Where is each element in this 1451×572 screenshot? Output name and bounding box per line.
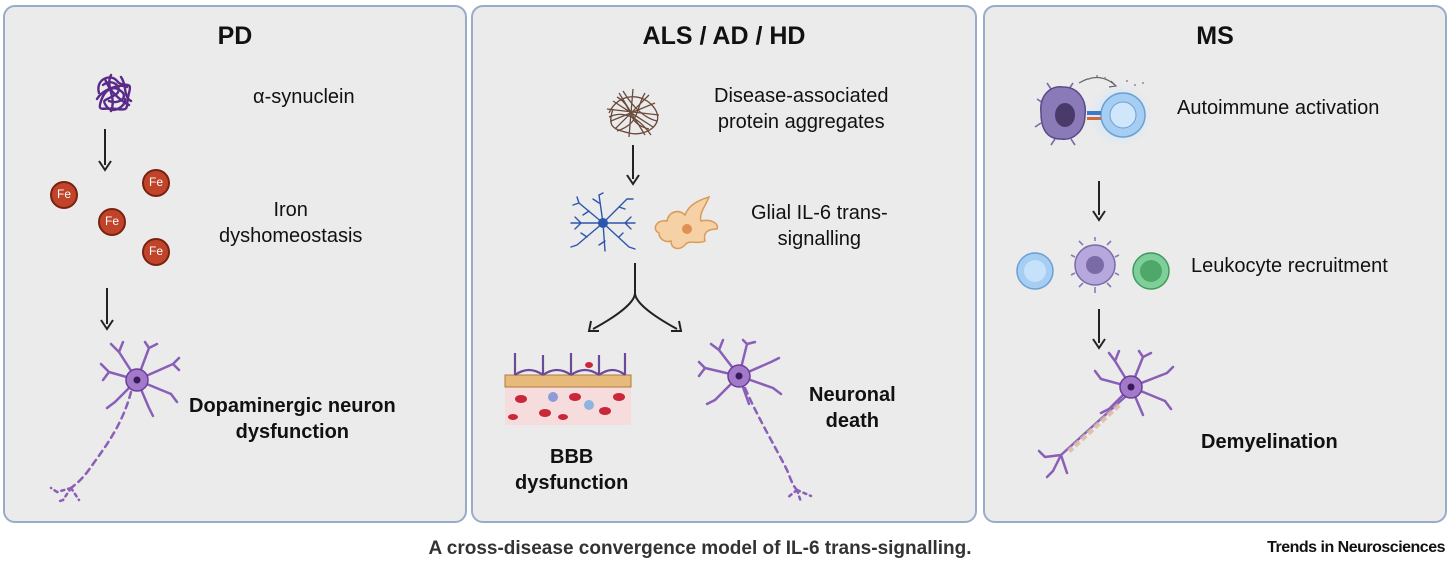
leukocyte-icon: [1016, 237, 1170, 293]
autoimmune-activation-icon: [1034, 75, 1153, 147]
microglia-icon: [654, 195, 719, 250]
glial-il6-label: Glial IL-6 trans- signalling: [751, 202, 888, 250]
aggregates-label: Disease-associated protein aggregates: [714, 85, 889, 133]
journal-logo: Trends in Neurosciences: [1267, 539, 1445, 556]
panel-title-als: ALS / AD / HD: [642, 22, 806, 50]
neuron-icon: [49, 340, 181, 504]
astrocyte-icon: [570, 192, 636, 252]
figure-caption: A cross-disease convergence model of IL-…: [428, 538, 972, 559]
iron-label-3: Fe: [104, 214, 119, 228]
arrow-down-icon: [98, 129, 112, 172]
arrow-down-icon: [1092, 181, 1106, 222]
iron-icon: [50, 169, 170, 266]
outcome-label-ms: Demyelination: [1201, 431, 1338, 453]
iron-label-1: Fe: [56, 187, 71, 201]
outcome-label-bbb: BBB dysfunction: [515, 446, 629, 494]
branch-arrow-icon: [587, 263, 683, 332]
autoimmune-activation-label: Autoimmune activation: [1177, 97, 1380, 119]
panel-als-ad-hd: ALS / AD / HD Disease-associated protein…: [471, 5, 977, 523]
outcome-label-death: Neuronal death: [809, 384, 896, 432]
iron-dyshomeostasis-label: Iron dyshomeostasis: [219, 199, 363, 247]
neuron-icon: [697, 338, 813, 504]
neuron-icon: [1037, 349, 1175, 479]
protein-aggregate-icon: [606, 88, 660, 138]
alpha-synuclein-label: α-synuclein: [253, 86, 355, 108]
arrow-down-icon: [1092, 309, 1106, 350]
arrow-down-icon: [626, 145, 640, 186]
alpha-synuclein-icon: [95, 73, 133, 113]
outcome-label-pd: Dopaminergic neuron dysfunction: [189, 395, 396, 443]
panel-title-ms: MS: [1196, 22, 1234, 50]
panel-ms: MS Autoimmune activation: [983, 5, 1447, 523]
bbb-icon: [504, 353, 632, 425]
panel-pd: PD α-synuclein Fe Fe Fe Fe Iron dyshomeo…: [3, 5, 467, 523]
leukocyte-recruitment-label: Leukocyte recruitment: [1191, 255, 1388, 277]
arrow-down-icon: [100, 288, 114, 331]
iron-label-2: Fe: [148, 175, 163, 189]
iron-label-4: Fe: [148, 244, 163, 258]
panel-title-pd: PD: [217, 22, 253, 50]
